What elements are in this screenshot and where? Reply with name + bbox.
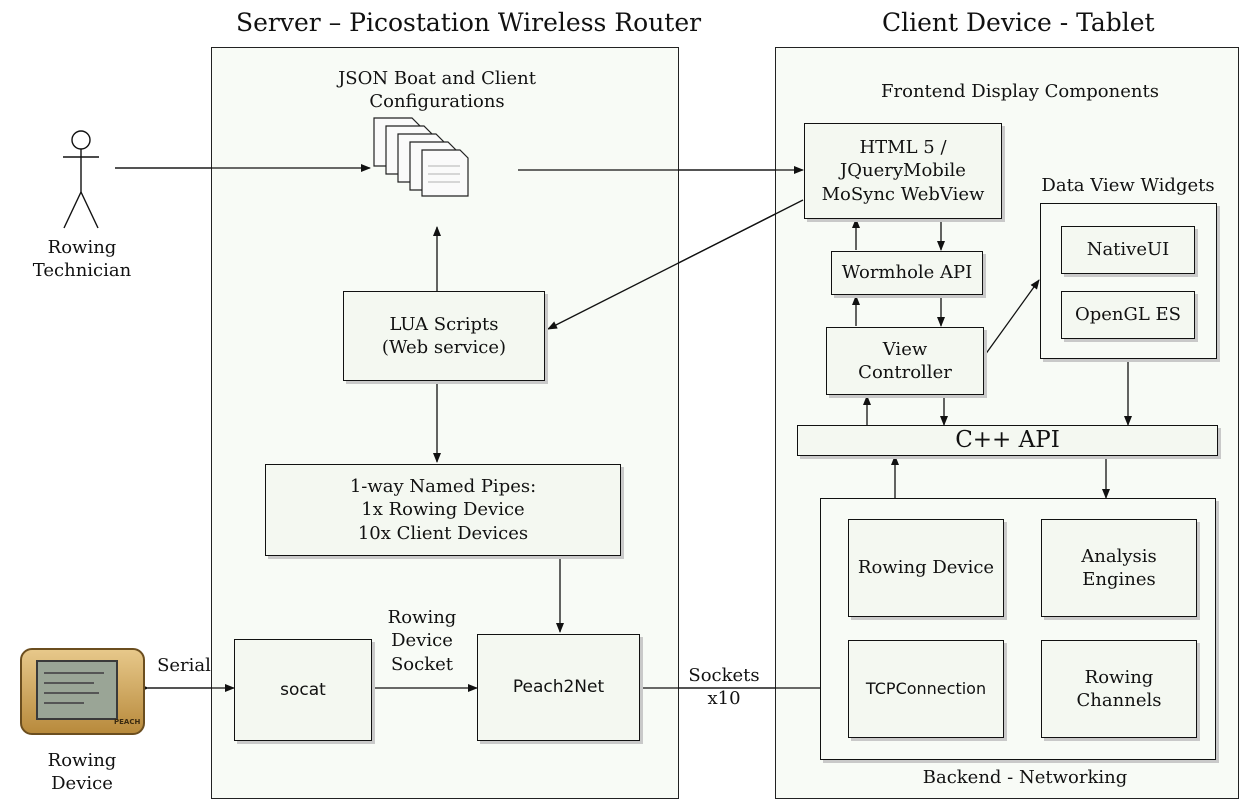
analysis-engines-box: Analysis Engines [1041,519,1197,617]
rowing-socket-label: Rowing Device Socket [387,607,457,675]
sockets-x10-label: Sockets x10 [688,665,760,710]
opengl-box: OpenGL ES [1061,291,1195,339]
server-title: Server – Picostation Wireless Router [236,8,702,37]
named-pipes-box: 1-way Named Pipes: 1x Rowing Device 10x … [265,464,621,556]
view-controller-box: View Controller [826,327,984,395]
client-title: Client Device - Tablet [882,8,1155,37]
nativeui-box: NativeUI [1061,226,1195,274]
rowing-device-box: Rowing Device [848,519,1004,617]
rowing-device-label: Rowing Device [47,750,117,795]
cpp-api-box: C++ API [797,425,1218,456]
rowing-device-image: PEACH [20,648,145,735]
lua-scripts-box: LUA Scripts (Web service) [343,291,545,381]
technician-figure-icon [63,130,99,229]
json-config-label: JSON Boat and Client Configurations [338,68,536,113]
wormhole-api-box: Wormhole API [831,251,983,295]
technician-label: Rowing Technician [32,237,132,282]
socat-box: socat [234,639,372,741]
backend-label: Backend - Networking [922,767,1128,788]
widgets-label: Data View Widgets [1041,175,1215,196]
device-screen [36,660,118,720]
tcpconnection-box: TCPConnection [848,640,1004,738]
device-brand-logo: PEACH [114,718,141,726]
frontend-label: Frontend Display Components [881,81,1159,102]
serial-label: Serial [157,655,211,676]
peach2net-box: Peach2Net [477,634,640,741]
html5-box: HTML 5 / JQueryMobile MoSync WebView [804,123,1002,219]
rowing-channels-box: Rowing Channels [1041,640,1197,738]
document-stack-icon [372,116,484,198]
